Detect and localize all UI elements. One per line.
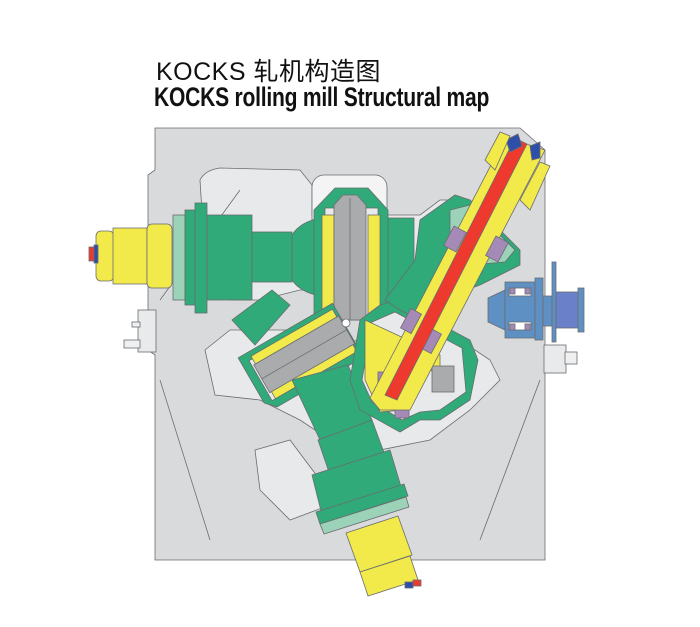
lower-drive-assembly: [291, 364, 422, 597]
roll-pass-center: [341, 318, 351, 328]
top-roll-cartridge: [313, 187, 389, 321]
lower-left-roll-cartridge: [231, 289, 365, 408]
left-drive-assembly: [88, 202, 415, 314]
title-chinese: KOCKS 轧机构造图: [156, 58, 381, 86]
right-drive-unit: [487, 261, 585, 343]
diagonal-spindle-assembly: [369, 131, 551, 411]
left-fittings: [123, 309, 578, 374]
title-english: KOCKS rolling mill Structural map: [154, 82, 490, 112]
